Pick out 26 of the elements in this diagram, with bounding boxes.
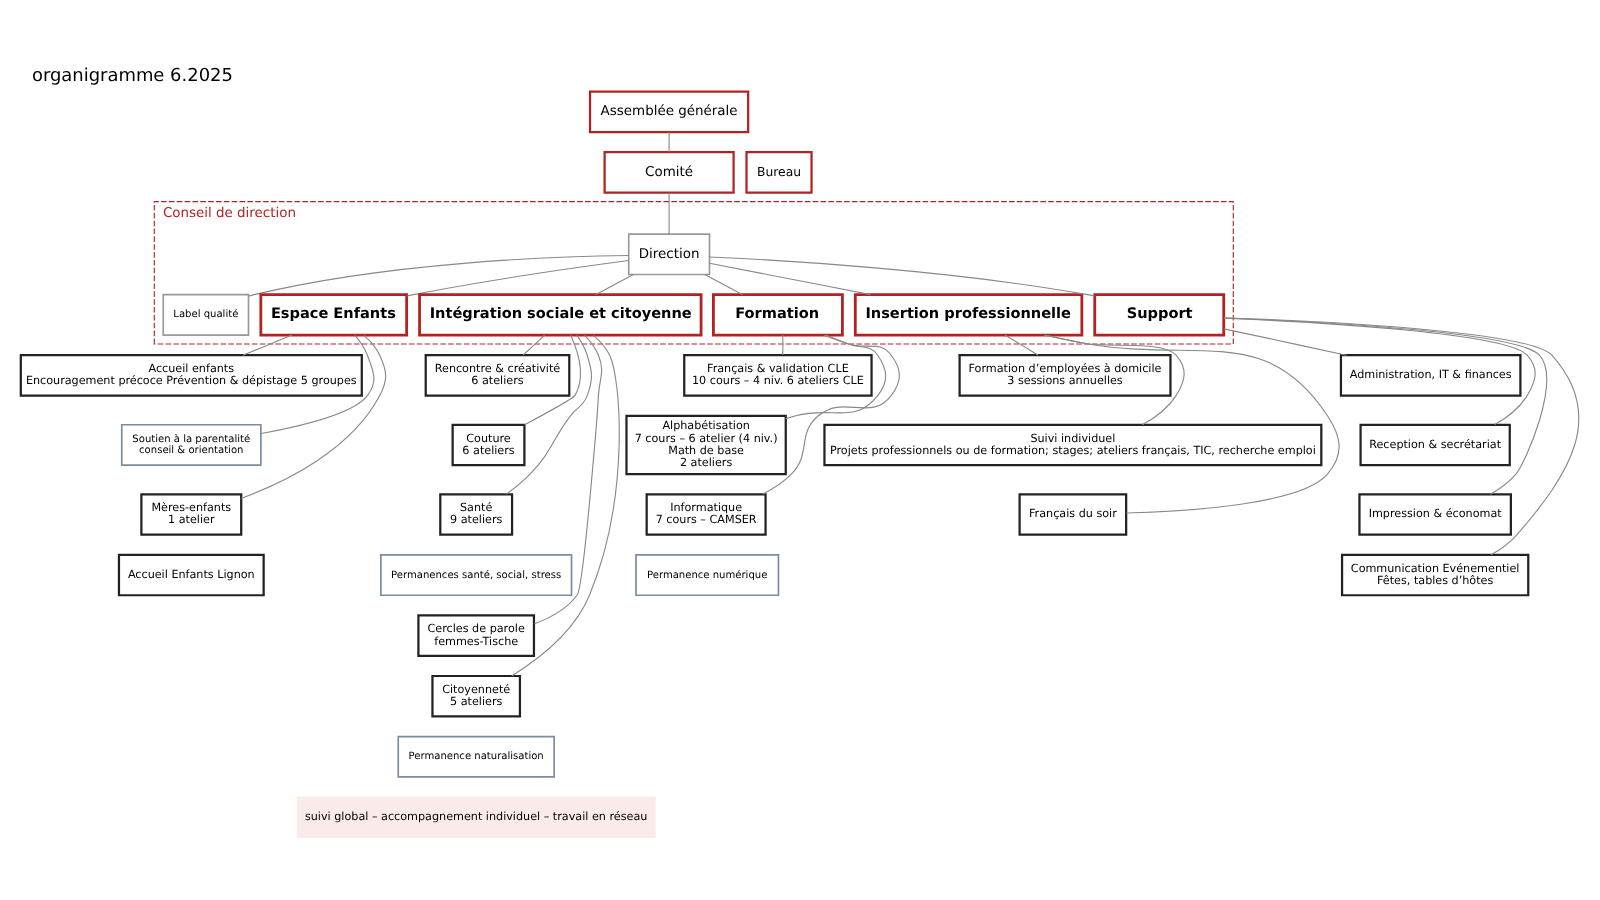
connector — [785, 334, 887, 420]
connector — [782, 334, 784, 356]
connector — [240, 334, 387, 499]
connector — [505, 334, 593, 495]
connector — [406, 260, 630, 297]
connector — [708, 256, 1095, 297]
connector — [242, 334, 293, 356]
connector — [762, 334, 900, 495]
connector — [1043, 334, 1340, 514]
connector — [248, 254, 630, 297]
connector — [522, 334, 546, 356]
connector — [1223, 328, 1348, 356]
connector — [668, 131, 670, 153]
connector — [1223, 317, 1536, 426]
connector — [524, 334, 581, 426]
connector — [708, 262, 872, 296]
connector — [533, 334, 603, 625]
connector — [668, 192, 670, 235]
connector — [260, 334, 375, 435]
connector — [704, 273, 743, 296]
connector — [1044, 334, 1185, 426]
connector — [511, 334, 620, 677]
connector — [595, 273, 635, 296]
diagram-title: organigramme 6.2025 — [31, 67, 233, 88]
connector — [1004, 334, 1039, 356]
connector — [1223, 317, 1548, 495]
